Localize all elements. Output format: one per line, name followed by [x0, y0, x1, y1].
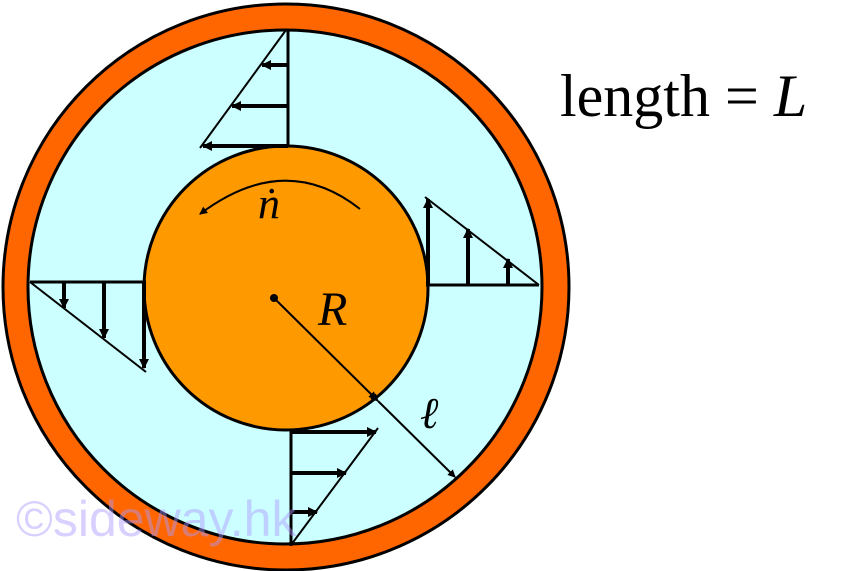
rotation-arrow [199, 179, 361, 215]
length-symbol: L [773, 63, 808, 129]
rotation-label: ṅ [258, 179, 280, 228]
velocity-profile-bottom [289, 427, 379, 546]
watermark: ©sideway.hk [16, 491, 297, 547]
velocity-profile-left [29, 280, 149, 373]
velocity-profile-right [423, 196, 540, 287]
radius-line [273, 297, 377, 400]
velocity-profile-top [199, 29, 290, 151]
radius-label: R [318, 283, 348, 336]
gap-label: ℓ [420, 389, 439, 438]
gap-dimension-line [370, 393, 456, 478]
length-label: length = L [560, 62, 807, 131]
length-text: length = [560, 63, 759, 129]
rotating-shaft [142, 144, 430, 432]
